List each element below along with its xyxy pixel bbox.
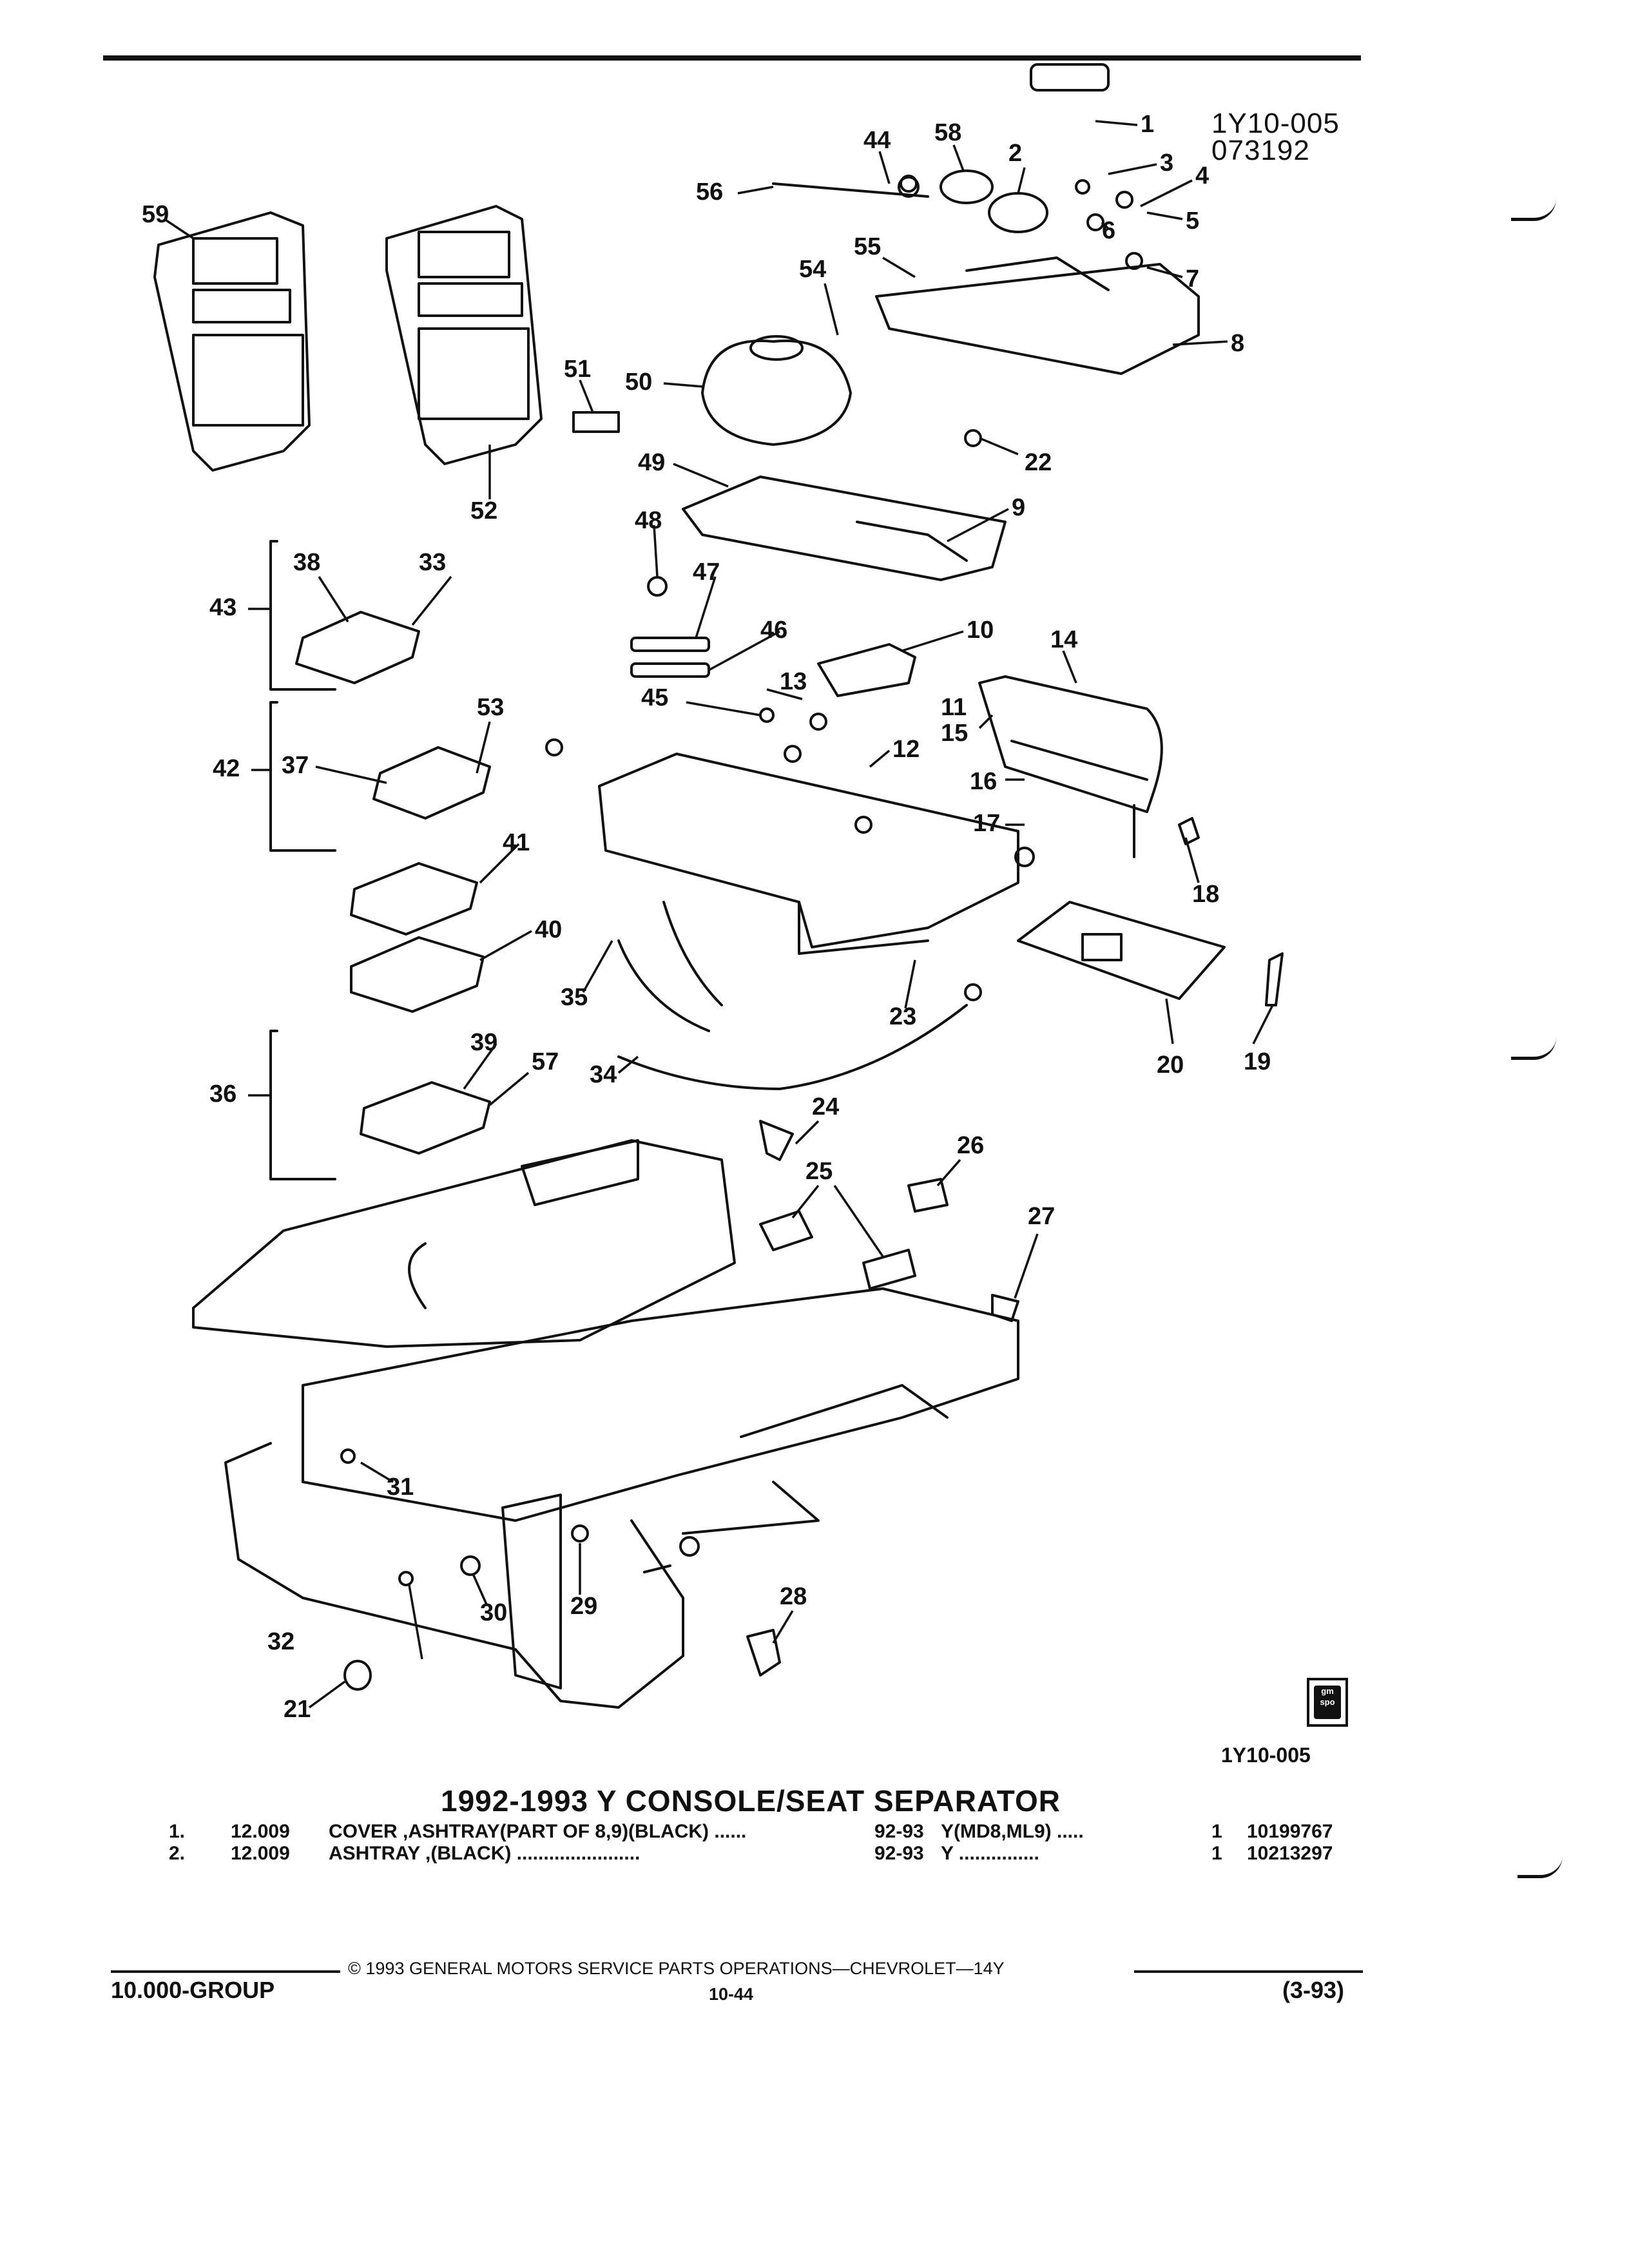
svg-text:41: 41	[503, 829, 530, 856]
callout-labels: 1 2 3 4 5 6 7 8 9 10 11 12 13 14 15 16 1…	[142, 111, 1271, 1723]
svg-text:7: 7	[1186, 265, 1199, 293]
svg-text:24: 24	[812, 1093, 839, 1120]
part-index: 2.	[169, 1843, 186, 1864]
top-rule	[103, 55, 1361, 61]
svg-text:39: 39	[470, 1029, 497, 1056]
part-model: Y(MD8,ML9) .....	[941, 1821, 1084, 1842]
svg-text:23: 23	[889, 1003, 916, 1030]
svg-text:1: 1	[1141, 111, 1154, 138]
svg-text:32: 32	[267, 1628, 294, 1655]
svg-text:54: 54	[799, 256, 826, 283]
svg-text:5: 5	[1186, 207, 1199, 235]
svg-text:16: 16	[970, 768, 997, 795]
svg-text:2: 2	[1008, 140, 1022, 167]
part-index: 1.	[169, 1821, 186, 1842]
svg-text:27: 27	[1028, 1203, 1055, 1230]
svg-text:47: 47	[693, 559, 720, 586]
svg-text:48: 48	[635, 507, 662, 534]
svg-text:40: 40	[535, 916, 562, 943]
svg-text:43: 43	[209, 594, 236, 621]
svg-text:59: 59	[142, 201, 169, 228]
margin-mark-2	[1511, 1037, 1556, 1060]
part-years: 92-93	[874, 1843, 924, 1864]
copyright-line: © 1993 GENERAL MOTORS SERVICE PARTS OPER…	[348, 1959, 1005, 1978]
footer-group: 10.000-GROUP	[111, 1977, 275, 2003]
svg-text:56: 56	[696, 178, 723, 206]
svg-text:31: 31	[387, 1474, 414, 1501]
page-number: 10-44	[709, 1984, 754, 2004]
svg-text:28: 28	[780, 1583, 807, 1610]
part-number: 10213297	[1247, 1843, 1333, 1864]
svg-text:20: 20	[1157, 1052, 1184, 1079]
svg-text:22: 22	[1025, 449, 1052, 476]
svg-text:3: 3	[1160, 149, 1173, 177]
svg-text:12: 12	[892, 736, 920, 763]
part-group: 12.009	[231, 1843, 290, 1864]
svg-text:57: 57	[532, 1048, 559, 1075]
svg-text:52: 52	[470, 497, 497, 524]
svg-text:4: 4	[1195, 162, 1209, 189]
svg-text:10: 10	[967, 617, 994, 644]
svg-text:50: 50	[625, 369, 652, 396]
margin-mark-1	[1511, 198, 1556, 221]
part-qty: 1	[1211, 1821, 1222, 1842]
svg-text:11: 11	[941, 694, 967, 721]
svg-text:58: 58	[934, 119, 961, 146]
part-number: 10199767	[1247, 1821, 1333, 1842]
part-description: ASHTRAY ,(BLACK) .......................	[329, 1843, 641, 1864]
footer-rule-right	[1134, 1970, 1363, 1973]
section-title: 1992-1993 Y CONSOLE/SEAT SEPARATOR	[441, 1784, 1061, 1818]
svg-text:9: 9	[1012, 494, 1025, 521]
svg-text:25: 25	[805, 1158, 833, 1185]
svg-text:19: 19	[1244, 1048, 1271, 1075]
svg-text:53: 53	[477, 694, 504, 721]
svg-text:55: 55	[854, 233, 881, 260]
svg-text:30: 30	[480, 1599, 507, 1626]
margin-mark-3	[1518, 1856, 1563, 1878]
svg-text:21: 21	[284, 1696, 311, 1723]
figure-date: 073192	[1211, 135, 1310, 166]
svg-text:51: 51	[564, 356, 591, 383]
svg-text:42: 42	[213, 755, 240, 782]
svg-text:6: 6	[1102, 217, 1115, 244]
revision-date: (3-93)	[1282, 1977, 1345, 2003]
figure-code: 1Y10-005	[1211, 108, 1340, 139]
svg-text:26: 26	[957, 1132, 984, 1159]
svg-text:45: 45	[641, 684, 668, 711]
part-group: 12.009	[231, 1821, 290, 1842]
footer-rule-left	[111, 1970, 340, 1973]
svg-text:38: 38	[293, 549, 320, 576]
figure-code-bottom: 1Y10-005	[1221, 1744, 1311, 1767]
svg-text:13: 13	[780, 668, 807, 695]
svg-text:33: 33	[419, 549, 446, 576]
part-description: COVER ,ASHTRAY(PART OF 8,9)(BLACK) .....…	[329, 1821, 747, 1842]
svg-text:36: 36	[209, 1081, 236, 1108]
svg-text:29: 29	[570, 1593, 597, 1620]
svg-text:49: 49	[638, 449, 665, 476]
svg-text:35: 35	[561, 984, 588, 1011]
part-years: 92-93	[874, 1821, 924, 1842]
svg-text:15: 15	[941, 720, 968, 747]
svg-text:14: 14	[1050, 626, 1077, 653]
svg-text:18: 18	[1192, 881, 1219, 908]
svg-text:8: 8	[1231, 330, 1244, 357]
svg-text:17: 17	[973, 810, 1000, 837]
svg-text:34: 34	[590, 1061, 617, 1088]
svg-text:37: 37	[282, 752, 309, 779]
part-qty: 1	[1211, 1843, 1222, 1864]
part-model: Y ...............	[941, 1843, 1039, 1864]
svg-text:44: 44	[863, 127, 891, 154]
